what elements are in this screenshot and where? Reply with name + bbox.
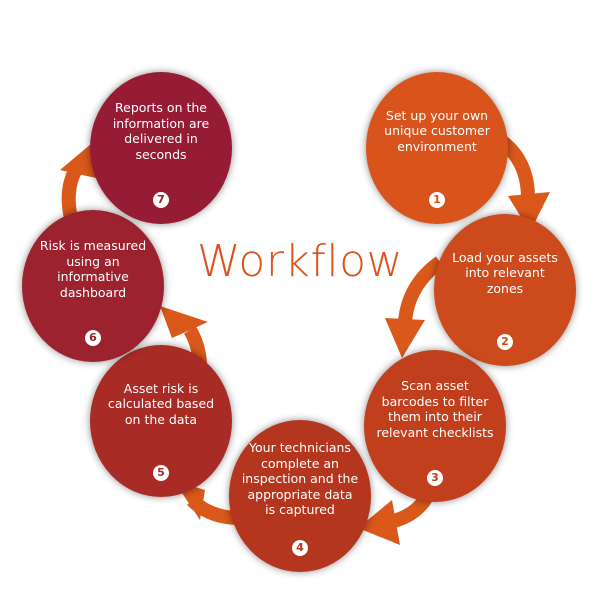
step-number-badge: 7 <box>153 192 169 208</box>
step-text: Scan asset barcodes to filter them into … <box>376 378 494 440</box>
step-1: Set up your own unique customer environm… <box>366 72 508 224</box>
step-number-badge: 5 <box>153 465 169 481</box>
arrowhead-1 <box>508 192 550 232</box>
step-number-badge: 3 <box>427 470 443 486</box>
step-text: Your technicians complete an inspection … <box>241 440 359 518</box>
step-text: Risk is measured using an informative da… <box>39 238 147 300</box>
step-3: Scan asset barcodes to filter them into … <box>364 350 506 502</box>
diagram-title: Workflow <box>196 236 404 287</box>
arrowhead-3 <box>358 500 400 545</box>
arrowhead-4 <box>162 478 205 520</box>
step-4: Your technicians complete an inspection … <box>229 420 371 572</box>
step-6: Risk is measured using an informative da… <box>22 210 164 362</box>
step-number-badge: 2 <box>497 334 513 350</box>
step-2: Load your assets into relevant zones 2 <box>434 214 576 366</box>
step-number-badge: 6 <box>85 330 101 346</box>
step-5: Asset risk is calculated based on the da… <box>90 345 232 497</box>
step-text: Asset risk is calculated based on the da… <box>107 380 215 427</box>
arrowhead-5 <box>160 306 208 338</box>
step-text: Reports on the information are delivered… <box>112 100 210 162</box>
step-number-badge: 1 <box>429 192 445 208</box>
step-7: Reports on the information are delivered… <box>90 72 232 224</box>
arrowhead-2 <box>385 318 425 358</box>
step-text: Set up your own unique customer environm… <box>384 107 490 154</box>
arrow-2-to-3 <box>398 256 445 323</box>
step-number-badge: 4 <box>292 540 308 556</box>
arrowhead-6 <box>60 138 98 178</box>
step-text: Load your assets into relevant zones <box>452 249 558 296</box>
